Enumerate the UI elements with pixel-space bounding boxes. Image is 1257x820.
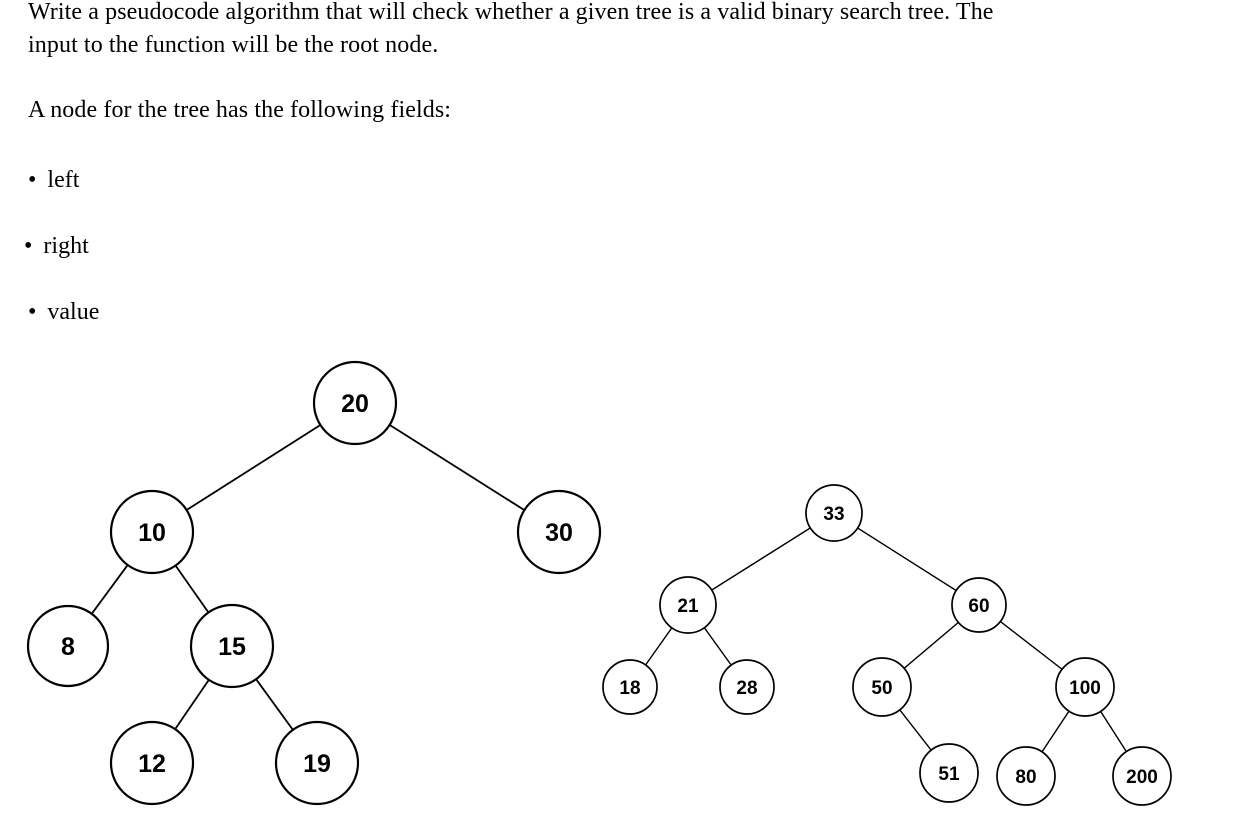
field-label-left: left [47,167,80,193]
field-item-left: • left [28,164,99,230]
tree-node-circle-8 [26,604,110,688]
tree-node-label-33: 33 [823,504,844,525]
tree-node-label-30: 30 [545,519,573,547]
tree-node-label-10: 10 [138,519,166,547]
tree-node-circle-12 [109,720,195,806]
tree-node-label-80: 80 [1015,767,1036,788]
bst-example-right: 33 21 60 18 28 50 100 51 80 200 [602,484,1172,806]
tree-node-label-21: 21 [677,596,699,617]
tree-node-circle-19 [274,720,360,806]
tree-node-circle-21 [659,576,717,634]
bullet-icon: • [24,233,33,259]
tree-node-circle-51 [919,743,979,803]
fields-list: • left • right • value [24,164,99,362]
tree-node-label-51: 51 [938,764,960,785]
tree-node-label-15: 15 [218,633,246,661]
tree-node-label-8: 8 [61,633,75,661]
tree-node-label-60: 60 [968,596,989,617]
tree-node-label-20: 20 [341,390,369,418]
tree-node-circle-30 [516,489,602,575]
tree-node-circle-60 [951,577,1007,633]
tree-node-circle-28 [719,659,775,715]
field-label-right: right [43,233,89,259]
tree-node-label-100: 100 [1069,678,1101,699]
fields-intro: A node for the tree has the following fi… [28,97,452,123]
bullet-icon: • [28,167,37,193]
tree-node-circle-80 [996,746,1056,806]
problem-statement: Write a pseudocode algorithm that will c… [28,0,994,62]
tree-node-circle-100 [1055,657,1115,717]
tree-node-label-50: 50 [871,678,892,699]
tree-node-label-18: 18 [619,678,640,699]
field-item-right: • right [24,230,99,296]
field-item-value: • value [28,296,99,362]
tree-node-circle-33 [805,484,863,542]
tree-node-label-12: 12 [138,750,166,778]
tree-node-circle-200 [1112,746,1172,806]
problem-statement-line-2: input to the function will be the root n… [28,32,439,58]
problem-statement-line-1: Write a pseudocode algorithm that will c… [28,0,994,25]
tree-node-circle-18 [602,659,658,715]
tree-node-circle-15 [189,603,275,689]
tree-node-circle-50 [852,657,912,717]
tree-node-label-28: 28 [736,678,757,699]
tree-node-label-19: 19 [303,750,331,778]
tree-node-circle-20 [312,360,398,446]
bst-example-left: 20 10 30 8 15 12 19 [26,360,602,806]
tree-node-label-200: 200 [1126,767,1158,788]
tree-node-circle-10 [109,489,195,575]
bullet-icon: • [28,299,37,325]
field-label-value: value [47,299,100,325]
